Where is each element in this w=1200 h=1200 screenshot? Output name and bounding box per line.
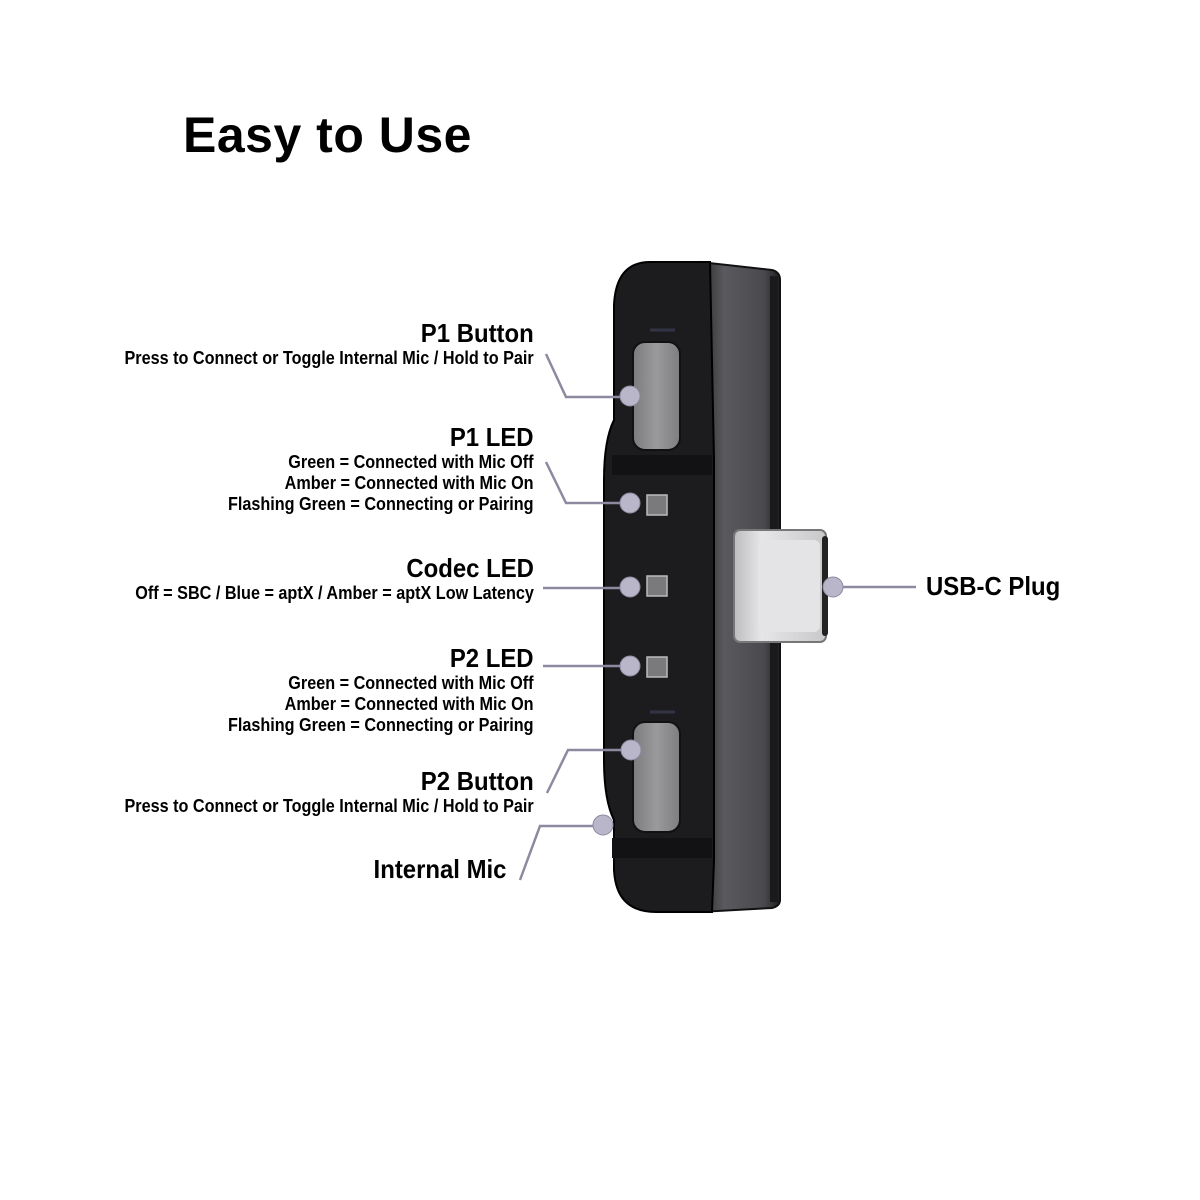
p1-led-indicator (646, 494, 668, 516)
p2-button-callout-dot (620, 739, 642, 761)
internal-mic-heading: Internal Mic (373, 854, 506, 884)
callout-lines (518, 353, 916, 881)
p1-button-heading: P1 Button (421, 318, 534, 348)
internal-mic-label: Internal Mic (362, 854, 506, 884)
codec-led-callout-dot (619, 576, 641, 598)
p1-led-callout-dot (619, 492, 641, 514)
p2-button-heading: P2 Button (421, 766, 534, 796)
p2-button-description: Press to Connect or Toggle Internal Mic … (124, 796, 534, 816)
p1-led-line-amber: Amber = Connected with Mic On (285, 473, 534, 493)
p1-led-label: P1 LED Green = Connected with Mic Off Am… (194, 422, 534, 515)
p1-led-line-flashing: Flashing Green = Connecting or Pairing (228, 494, 534, 514)
usb-c-plug (733, 529, 828, 643)
codec-led-description: Off = SBC / Blue = aptX / Amber = aptX L… (135, 583, 534, 603)
p2-led-heading: P2 LED (450, 643, 534, 673)
p1-button-label: P1 Button Press to Connect or Toggle Int… (79, 318, 534, 369)
usb-c-plug-label: USB-C Plug (926, 571, 1061, 601)
p2-button-label: P2 Button Press to Connect or Toggle Int… (79, 766, 534, 817)
p2-led-line-green: Green = Connected with Mic Off (288, 673, 534, 693)
codec-led-label: Codec LED Off = SBC / Blue = aptX / Ambe… (91, 553, 534, 604)
p2-led-line-amber: Amber = Connected with Mic On (285, 694, 534, 714)
p2-button (632, 721, 681, 833)
page-title: Easy to Use (183, 107, 472, 163)
p2-led-callout-dot (619, 655, 641, 677)
p1-led-line-green: Green = Connected with Mic Off (288, 452, 534, 472)
p1-led-heading: P1 LED (450, 422, 534, 452)
p2-led-indicator (646, 656, 668, 678)
codec-led-heading: Codec LED (406, 553, 534, 583)
p2-led-line-flashing: Flashing Green = Connecting or Pairing (228, 715, 534, 735)
p1-button-description: Press to Connect or Toggle Internal Mic … (124, 348, 534, 368)
codec-led-indicator (646, 575, 668, 597)
usb-c-callout-dot (822, 576, 844, 598)
internal-mic-callout-dot (592, 814, 614, 836)
p2-led-label: P2 LED Green = Connected with Mic Off Am… (194, 643, 534, 736)
p1-button-callout-dot (619, 385, 641, 407)
